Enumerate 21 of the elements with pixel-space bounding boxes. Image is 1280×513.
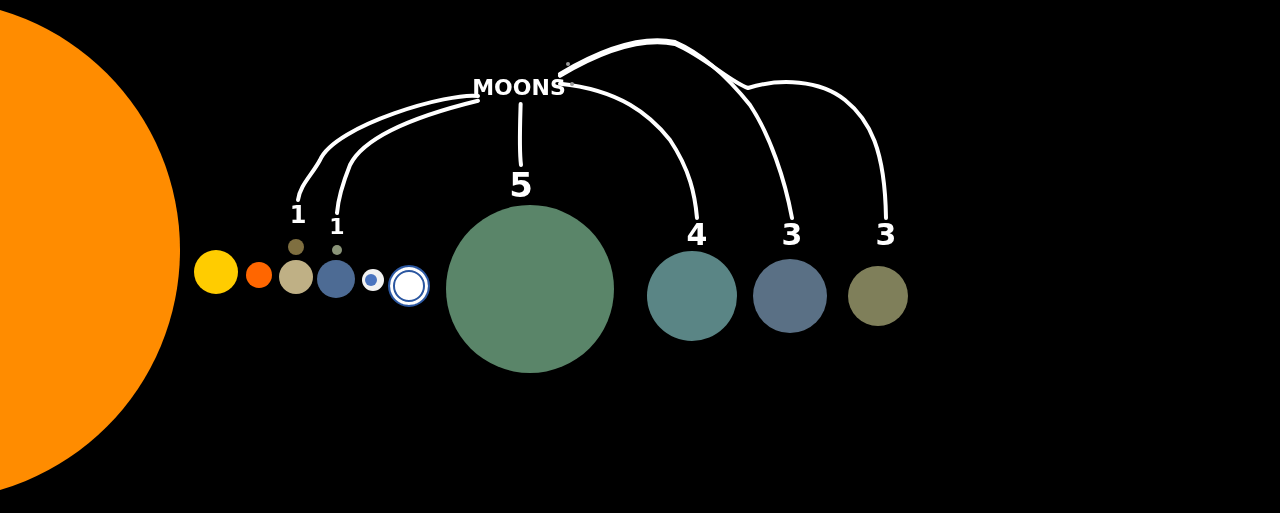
- planet-circle: [388, 265, 430, 307]
- planet-circle: [194, 250, 238, 294]
- leader-line: [296, 93, 480, 202]
- planet-circle: [246, 262, 272, 288]
- planet-circle: [848, 266, 908, 326]
- leader-line: [517, 102, 523, 167]
- moon-circle: [332, 245, 342, 255]
- moon-count: 3: [871, 218, 901, 252]
- moon-count: 1: [288, 200, 308, 230]
- leader-line: [558, 38, 794, 220]
- planet-circle: [279, 260, 313, 294]
- moon-count: 4: [682, 218, 712, 252]
- leader-line: [335, 98, 480, 215]
- moon-count: 1: [328, 213, 346, 241]
- moon-count: 5: [504, 165, 538, 205]
- leader-line: [558, 81, 699, 220]
- moon-count: 3: [777, 218, 807, 252]
- leader-line: [558, 40, 888, 220]
- moon-circle: [288, 239, 304, 255]
- planet-circle: [362, 269, 384, 291]
- planet-circle: [317, 260, 355, 298]
